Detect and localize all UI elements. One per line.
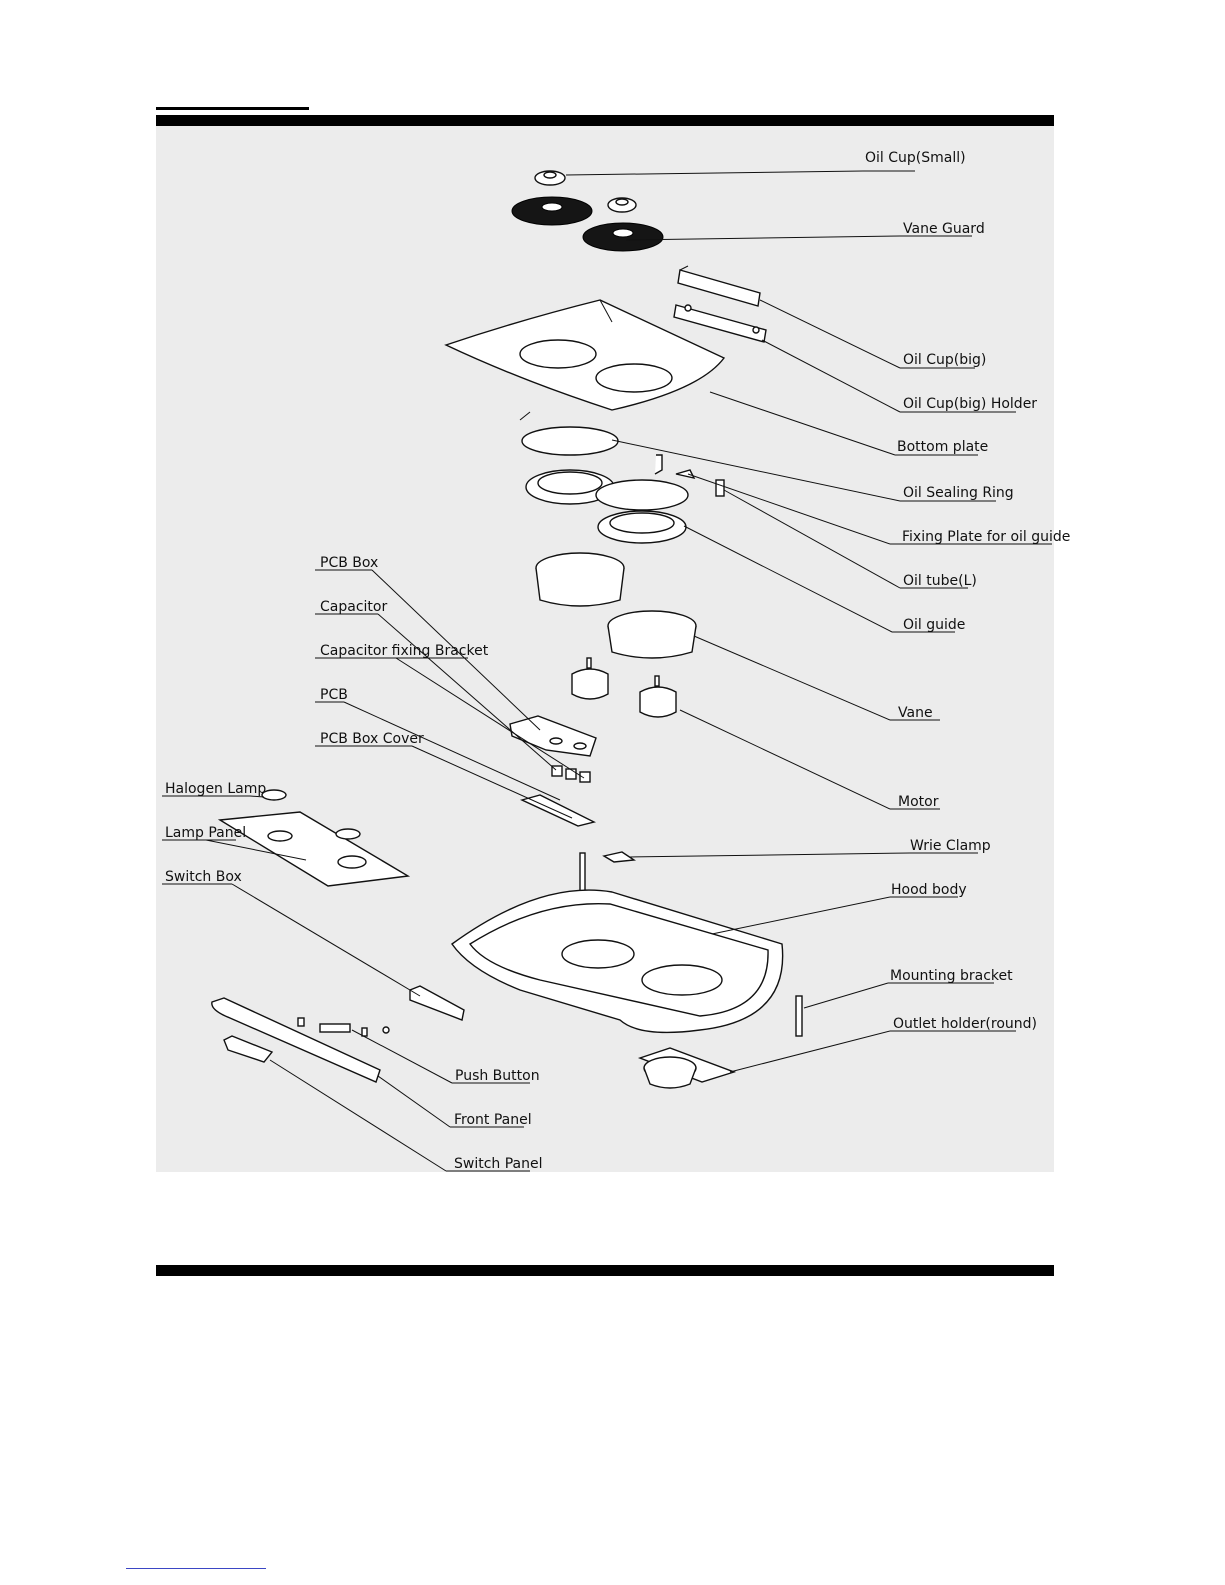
label-oil-cup-big: Oil Cup(big) [903,352,986,368]
label-outlet-holder: Outlet holder(round) [893,1016,1037,1032]
lamp-panel-part [217,789,411,887]
label-oil-tube: Oil tube(L) [903,573,977,589]
label-oil-cup-big-holder: Oil Cup(big) Holder [903,396,1037,412]
switch-box-part [409,985,465,1021]
front-panel-part [211,997,390,1083]
label-pcb-box: PCB Box [320,555,378,571]
label-oil-sealing-ring: Oil Sealing Ring [903,485,1014,501]
label-oil-cup-small: Oil Cup(Small) [865,150,966,166]
label-capacitor-fixing-bracket: Capacitor fixing Bracket [320,643,489,659]
header-short-rule [156,107,309,110]
label-oil-guide: Oil guide [903,617,965,633]
label-push-button: Push Button [455,1068,540,1084]
label-vane-guard: Vane Guard [903,221,985,237]
label-front-panel: Front Panel [454,1112,532,1128]
hood-body-part [451,851,784,1034]
label-bottom-plate: Bottom plate [897,439,988,455]
leader-lines [162,170,1052,1172]
label-switch-panel: Switch Panel [454,1156,543,1172]
bottom-rule-bar [156,1265,1054,1276]
pcb-box-part [509,715,597,827]
label-pcb: PCB [320,687,348,703]
motor-part [571,657,677,718]
outlet-holder-part [637,995,803,1089]
label-mounting-bracket: Mounting bracket [890,968,1013,984]
oil-guide-part [519,411,725,544]
label-wire-clamp: Wrie Clamp [910,838,991,854]
label-capacitor: Capacitor [320,599,387,615]
vane-part [535,552,697,659]
label-fixing-plate: Fixing Plate for oil guide [902,529,1070,545]
oil-cup-big-part [673,265,767,343]
label-vane: Vane [898,705,933,721]
label-motor: Motor [898,794,939,810]
footer-link-line [126,1568,266,1569]
bottom-plate-part [444,299,726,411]
label-switch-box: Switch Box [165,869,242,885]
label-pcb-box-cover: PCB Box Cover [320,731,424,747]
label-lamp-panel: Lamp Panel [165,825,246,841]
top-rule-bar [156,115,1054,126]
label-halogen-lamp: Halogen Lamp [165,781,266,797]
label-hood-body: Hood body [891,882,967,898]
oil-cup-small-part [534,170,637,213]
vane-guard-part [511,196,664,252]
